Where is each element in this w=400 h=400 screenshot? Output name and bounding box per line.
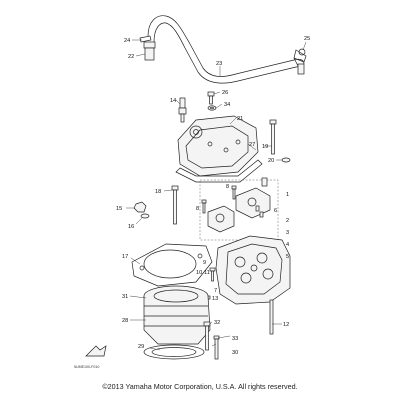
callout-11: 11: [204, 270, 210, 276]
hose-clip-24[interactable]: [139, 35, 152, 43]
cylinder-head[interactable]: [215, 235, 291, 305]
cylinder-gasket-29[interactable]: [143, 344, 205, 360]
hose-clamp-25[interactable]: [293, 48, 307, 63]
callout-27: 27: [249, 142, 255, 148]
washer-16[interactable]: [140, 213, 150, 219]
callout-30: 30: [232, 350, 238, 356]
breather-hose[interactable]: [147, 15, 305, 84]
spark-plug[interactable]: [178, 97, 187, 123]
callout-7: 7: [214, 288, 217, 294]
hose-fitting-22[interactable]: [143, 41, 156, 61]
callout-3: 3: [286, 230, 289, 236]
callout-26: 26: [222, 90, 228, 96]
copyright-notice: ©2013 Yamaha Motor Corporation, U.S.A. A…: [102, 382, 298, 391]
drawing-code: 5UME100-F010: [74, 365, 100, 369]
callout-28: 28: [122, 318, 128, 324]
callout-14: 14: [170, 98, 176, 104]
plug-1[interactable]: [261, 177, 268, 187]
callout-31: 31: [122, 294, 128, 300]
cam-cap-right[interactable]: [235, 187, 271, 219]
callout-8b: 8: [226, 184, 229, 190]
breather-pipe[interactable]: [293, 57, 305, 75]
callout-29: 29: [138, 344, 144, 350]
callout-10: 10: [196, 270, 202, 276]
callout-23: 23: [216, 61, 222, 67]
cylinder-head-cover[interactable]: [177, 115, 259, 177]
callout-1: 1: [286, 192, 289, 198]
callout-12: 12: [283, 322, 289, 328]
head-gasket[interactable]: [131, 243, 213, 287]
callout-19: 19: [262, 144, 268, 150]
callout-4: 4: [286, 242, 289, 248]
callout-18: 18: [155, 189, 161, 195]
callout-21: 21: [237, 116, 243, 122]
callout-8a: 8: [196, 206, 199, 212]
callout-13: 13: [212, 296, 218, 302]
callouts: 1 2 3 4 5 6 7 8 8 9 10 11 12 13 14 15 16…: [116, 36, 310, 356]
dowel-6[interactable]: [255, 205, 264, 218]
bolt-33[interactable]: [213, 335, 220, 360]
callout-20: 20: [268, 158, 274, 164]
bolt-8a[interactable]: [201, 199, 207, 214]
cam-cap-left[interactable]: [207, 205, 235, 233]
callout-17: 17: [122, 254, 128, 260]
washer-20[interactable]: [281, 157, 291, 163]
cylinder[interactable]: [143, 285, 211, 345]
cover-gasket-27[interactable]: [175, 159, 263, 183]
bolt-9[interactable]: [209, 267, 216, 282]
nut-15[interactable]: [133, 201, 147, 213]
callout-25: 25: [304, 36, 310, 42]
callout-6: 6: [274, 208, 277, 214]
bolt-8b[interactable]: [231, 185, 237, 200]
grommet-34[interactable]: [207, 105, 217, 111]
callout-33: 33: [232, 336, 238, 342]
bolt-26[interactable]: [207, 91, 215, 105]
callout-22: 22: [128, 54, 134, 60]
callout-15: 15: [116, 206, 122, 212]
stud-bolt-18[interactable]: [171, 185, 179, 225]
callout-24: 24: [124, 38, 130, 44]
callout-9: 9: [203, 260, 206, 266]
callout-32: 32: [214, 320, 220, 326]
callout-34: 34: [224, 102, 230, 108]
head-stud-12[interactable]: [269, 299, 274, 335]
callout-16: 16: [128, 224, 134, 230]
callout-5: 5: [286, 254, 289, 260]
bolt-19[interactable]: [269, 119, 277, 155]
front-arrow-icon: [85, 345, 107, 357]
leader-lines: [126, 39, 307, 351]
callout-2: 2: [286, 218, 289, 224]
